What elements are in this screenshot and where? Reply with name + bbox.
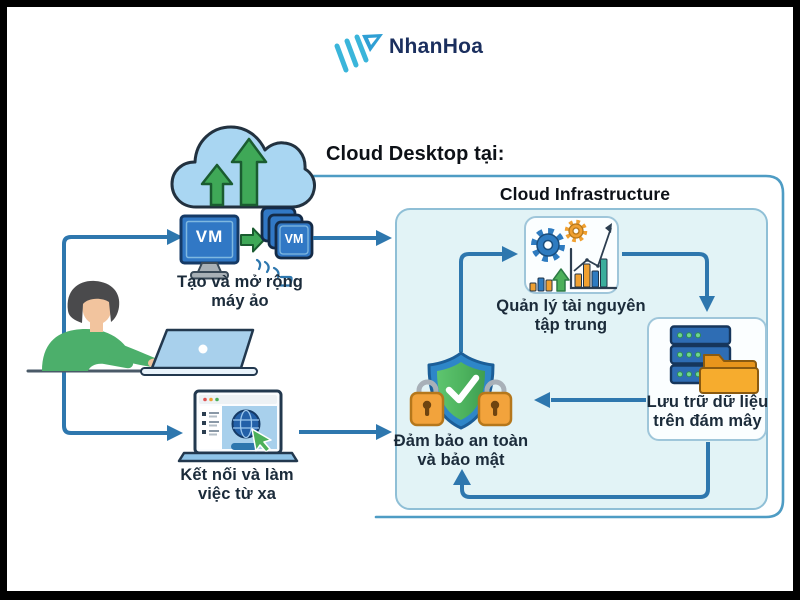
cloud-storage-line2: trên đám mây: [653, 411, 762, 430]
gear-orange-icon: [564, 219, 588, 243]
sidebar-list-marks: [202, 412, 219, 436]
arrow-to-laptop: [167, 425, 183, 441]
browser-dot-red: [203, 397, 207, 402]
cloud-infrastructure-title: Cloud Infrastructure: [499, 184, 671, 204]
duplication-marks: [255, 258, 293, 287]
growth-chart-icon: [569, 223, 618, 290]
arrow-to-vm: [167, 229, 183, 245]
cloud-desktop-title: Cloud Desktop tại:: [326, 143, 505, 165]
padlock-right-icon: [477, 379, 513, 427]
vm-creation-line1: Tạo và mở rộng: [177, 273, 303, 291]
vm-creation-label: Tạo và mở rộng máy ảo: [158, 273, 322, 310]
cloud-desktop-bracket-line: [307, 174, 785, 519]
browser-dot-green: [215, 397, 219, 402]
scale-out-arrow-icon: [240, 227, 265, 253]
remote-work-line2: việc từ xa: [197, 484, 277, 503]
upload-arrow-large: [230, 137, 268, 207]
security-to-management-arrow: [459, 246, 518, 352]
security-line1: Đảm bảo an toàn: [393, 432, 529, 450]
mini-bars-icon: [529, 268, 570, 292]
checkmark: [445, 374, 480, 404]
storage-to-security-arrow: [534, 392, 646, 408]
hair: [67, 280, 120, 323]
resource-management-label: Quản lý tài nguyên tập trung: [481, 297, 661, 334]
laptop-to-infrastructure-arrow: [299, 424, 392, 440]
security-line2: và bảo mật: [417, 450, 505, 469]
vm-creation-line2: máy ảo: [211, 291, 269, 310]
padlock-left-icon: [409, 379, 445, 427]
vm-monitor-icon: [179, 214, 240, 280]
upload-arrow-small: [200, 163, 234, 207]
cloud-storage-label: Lưu trữ dữ liệu trên đám mây: [641, 393, 774, 430]
nhanhoa-logo-text: NhanHoa: [389, 35, 484, 58]
management-to-storage-arrow: [622, 252, 715, 312]
folder-icon: [699, 354, 759, 394]
laptop-browser-icon: [177, 389, 299, 463]
vm-to-infrastructure-arrow: [313, 230, 392, 246]
vm-stack-label: VM: [284, 232, 304, 246]
user-laptop-icon: [140, 328, 258, 376]
browser-dot-orange: [209, 397, 213, 402]
storage-bottom-to-security-arrow: [453, 442, 710, 499]
remote-work-line1: Kết nối và làm: [180, 466, 294, 484]
cloud-upload-icon: [170, 125, 316, 209]
person-at-laptop: [42, 280, 258, 376]
cursor-icon: [251, 428, 272, 453]
resource-management-icon: [524, 216, 619, 294]
cloud-storage-icon: [647, 317, 767, 441]
nhanhoa-logo-icon: [334, 34, 383, 73]
gear-blue-icon: [531, 228, 565, 262]
remote-work-label: Kết nối và làm việc từ xa: [155, 466, 319, 503]
resource-management-line1: Quản lý tài nguyên: [496, 297, 646, 315]
infrastructure-cycle-arrows: [453, 246, 715, 499]
browser-button: [231, 443, 257, 450]
resource-management-line2: tập trung: [534, 315, 608, 334]
vm-stack-icon: [255, 206, 314, 287]
security-shield-icon: [409, 351, 513, 430]
vm-monitor-label: VM: [195, 227, 224, 246]
security-label: Đảm bảo an toàn và bảo mật: [370, 432, 552, 469]
cloud-storage-line1: Lưu trữ dữ liệu: [646, 393, 769, 411]
